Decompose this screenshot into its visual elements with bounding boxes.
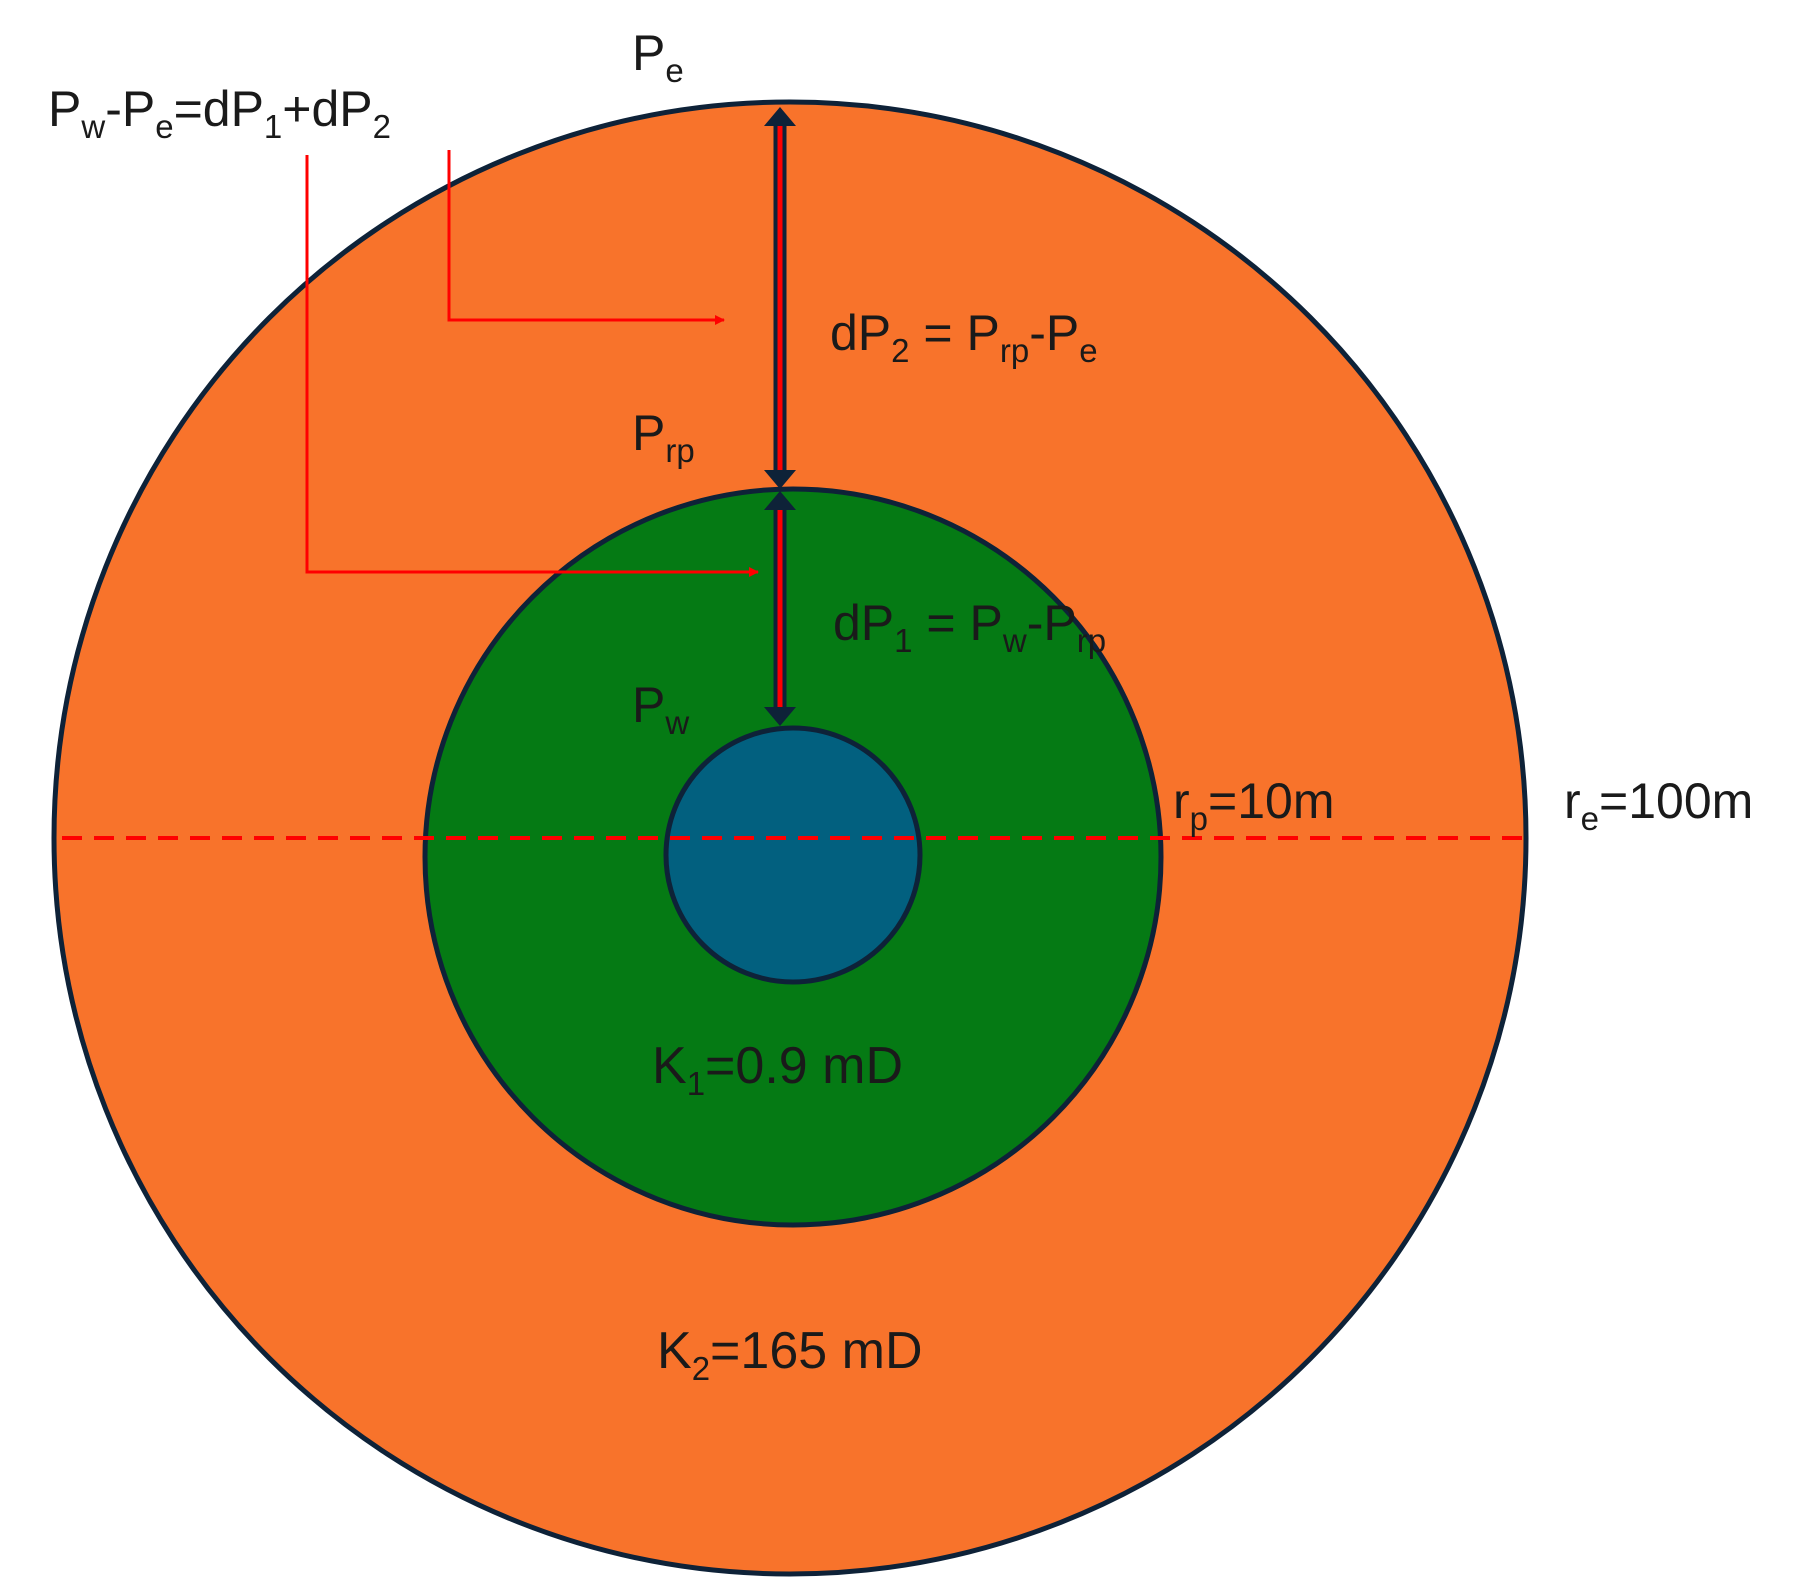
leader-to-dp1 bbox=[305, 155, 759, 577]
label-k1: K1=0.9 mD bbox=[652, 1037, 903, 1102]
leader-to-dp2 bbox=[447, 150, 725, 325]
wellbore-circle bbox=[663, 725, 923, 985]
label-sum-equation: Pw-Pe=dP1+dP2 bbox=[48, 81, 391, 145]
label-prp: Prp bbox=[632, 405, 695, 469]
label-re: re=100m bbox=[1564, 773, 1753, 837]
label-dp2-equation: dP2 = Prp-Pe bbox=[830, 305, 1098, 369]
label-pw: Pw bbox=[632, 677, 689, 741]
dp2-arrow bbox=[764, 107, 796, 489]
label-rp: rp=10m bbox=[1173, 773, 1334, 837]
label-pe: Pe bbox=[632, 25, 684, 89]
label-dp1-equation: dP1 = Pw-Prp bbox=[833, 595, 1106, 659]
label-k2: K2=165 mD bbox=[657, 1322, 923, 1387]
dp1-arrow bbox=[764, 491, 796, 726]
